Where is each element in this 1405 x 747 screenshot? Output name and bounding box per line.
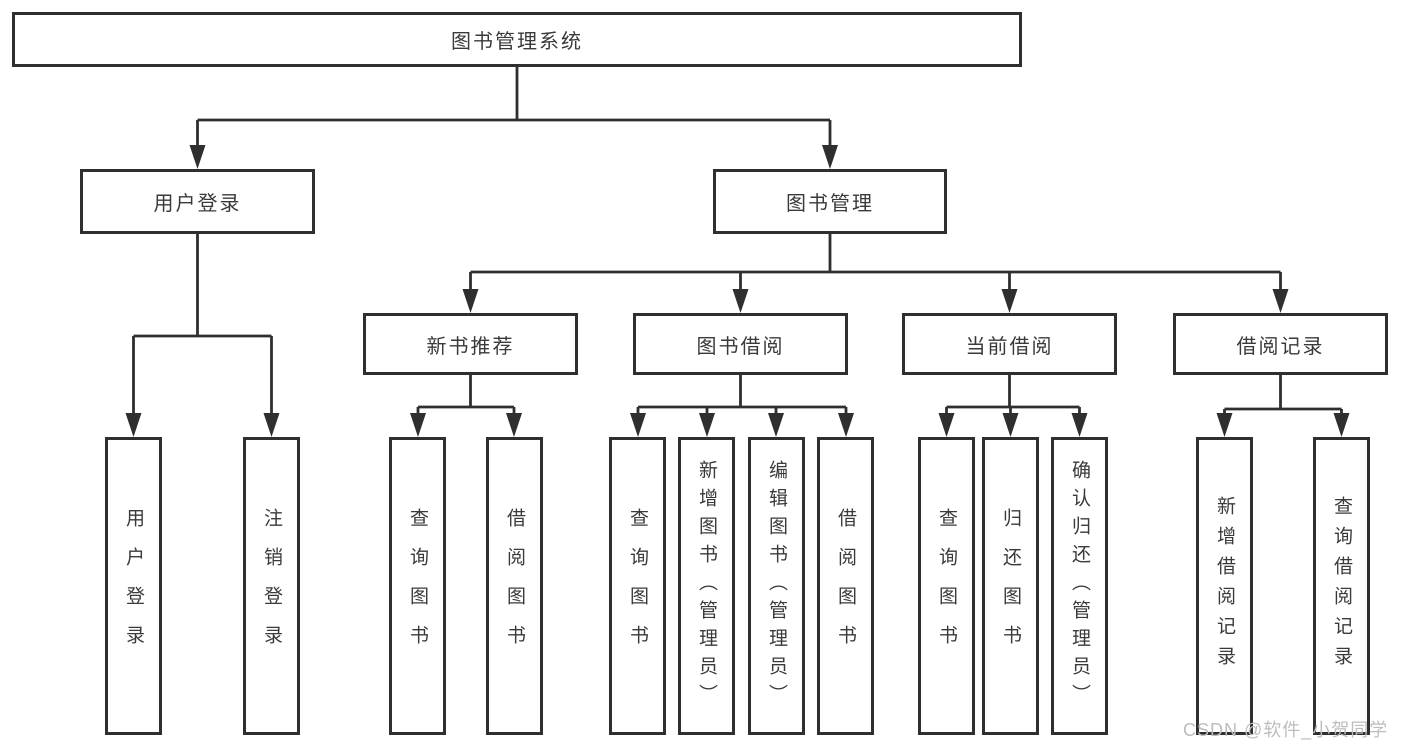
leaf-label: 编辑图书（管理员） [766, 460, 787, 712]
leaf-query-books-recommend: 查询图书 [389, 437, 446, 735]
node-label: 图书管理系统 [451, 31, 583, 53]
leaf-label: 借阅图书 [835, 508, 856, 664]
node-borrowing-records: 借阅记录 [1173, 313, 1388, 375]
node-label: 图书管理 [786, 193, 874, 215]
node-current-borrowing: 当前借阅 [902, 313, 1117, 375]
arrowheads [125, 145, 1350, 437]
node-label: 用户登录 [153, 193, 242, 215]
leaf-confirm-return-admin: 确认归还（管理员） [1051, 437, 1108, 735]
leaf-label: 借阅图书 [504, 508, 525, 664]
leaf-add-borrow-record: 新增借阅记录 [1196, 437, 1253, 735]
leaf-label: 查询图书 [407, 508, 428, 664]
leaf-label: 新增图书（管理员） [696, 460, 717, 712]
leaf-label: 用户登录 [123, 508, 144, 664]
node-book-borrowing: 图书借阅 [633, 313, 848, 375]
node-label: 新书推荐 [426, 335, 515, 358]
node-new-book-recommendation: 新书推荐 [363, 313, 578, 375]
leaf-label: 查询借阅记录 [1331, 496, 1352, 676]
leaf-label: 查询图书 [627, 508, 648, 664]
csdn-watermark: CSDN @软件_小贺同学 [1183, 720, 1389, 740]
leaf-query-borrow-record: 查询借阅记录 [1313, 437, 1370, 735]
leaf-query-books-current: 查询图书 [918, 437, 975, 735]
node-library-management-system: 图书管理系统 [12, 12, 1022, 67]
leaf-return-books: 归还图书 [982, 437, 1039, 735]
node-label: 图书借阅 [696, 335, 785, 358]
leaf-add-books-admin: 新增图书（管理员） [678, 437, 735, 735]
node-book-management: 图书管理 [713, 169, 947, 234]
leaf-edit-books-admin: 编辑图书（管理员） [748, 437, 805, 735]
leaf-label: 确认归还（管理员） [1069, 460, 1090, 712]
leaf-logout: 注销登录 [243, 437, 300, 735]
leaf-label: 新增借阅记录 [1214, 496, 1235, 676]
leaf-label: 注销登录 [261, 508, 282, 664]
leaf-label: 查询图书 [936, 508, 957, 664]
leaf-user-login: 用户登录 [105, 437, 162, 735]
node-label: 借阅记录 [1236, 335, 1325, 358]
node-user-login: 用户登录 [80, 169, 315, 234]
leaf-borrow-books: 借阅图书 [817, 437, 874, 735]
node-label: 当前借阅 [965, 335, 1054, 358]
leaf-label: 归还图书 [1000, 508, 1021, 664]
leaf-borrow-books-recommend: 借阅图书 [486, 437, 543, 735]
leaf-query-books-borrowing: 查询图书 [609, 437, 666, 735]
